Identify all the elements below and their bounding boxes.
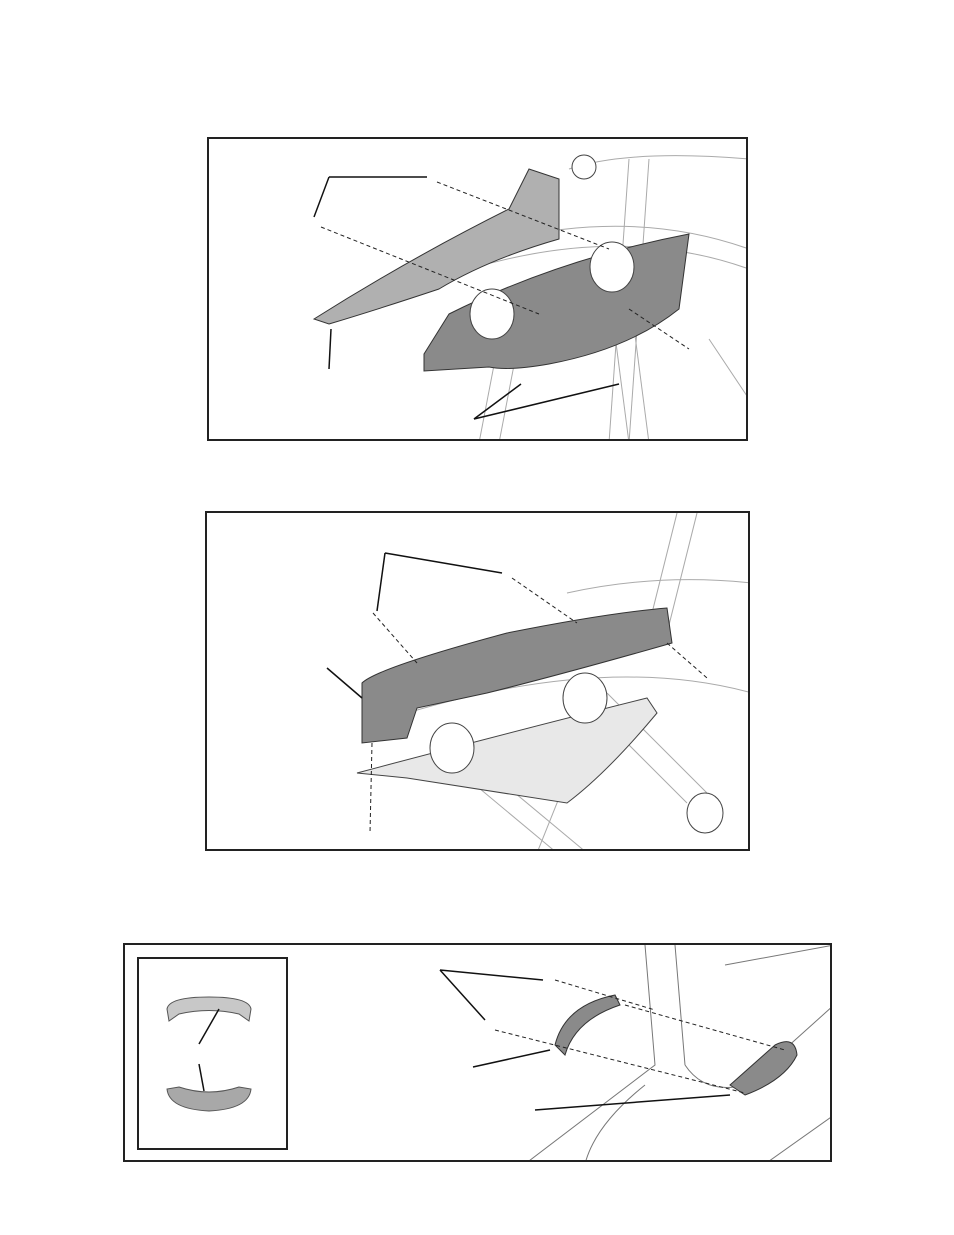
figure-1-side-cover-exploded xyxy=(207,137,748,441)
pivot-bushing-left xyxy=(469,288,515,340)
pedal-arm-end xyxy=(686,792,724,834)
handle-outer-part xyxy=(729,1041,798,1096)
handle-inner-part xyxy=(166,996,252,1022)
figure-2-top-cover-exploded xyxy=(205,511,750,851)
callout-arrows xyxy=(313,176,620,420)
tube-end xyxy=(571,154,597,180)
figure-3-handle-exploded xyxy=(123,943,832,1162)
left-cover-part xyxy=(312,168,560,325)
figure-2-illustration xyxy=(326,513,748,849)
callout-arrows xyxy=(326,552,503,699)
figure-3-illustration xyxy=(439,945,830,1160)
pivot-bushing-left xyxy=(429,722,475,774)
top-cover-part xyxy=(361,607,673,744)
inset-handle-detail xyxy=(137,957,288,1150)
inset-illustration xyxy=(166,996,252,1112)
callout-arrows xyxy=(439,969,731,1111)
pivot-bushing-right xyxy=(562,672,608,724)
handle-inner-part xyxy=(554,994,621,1056)
figure-1-illustration xyxy=(312,154,746,439)
handle-outer-part xyxy=(166,1086,252,1112)
pivot-bushing-right xyxy=(589,241,635,293)
